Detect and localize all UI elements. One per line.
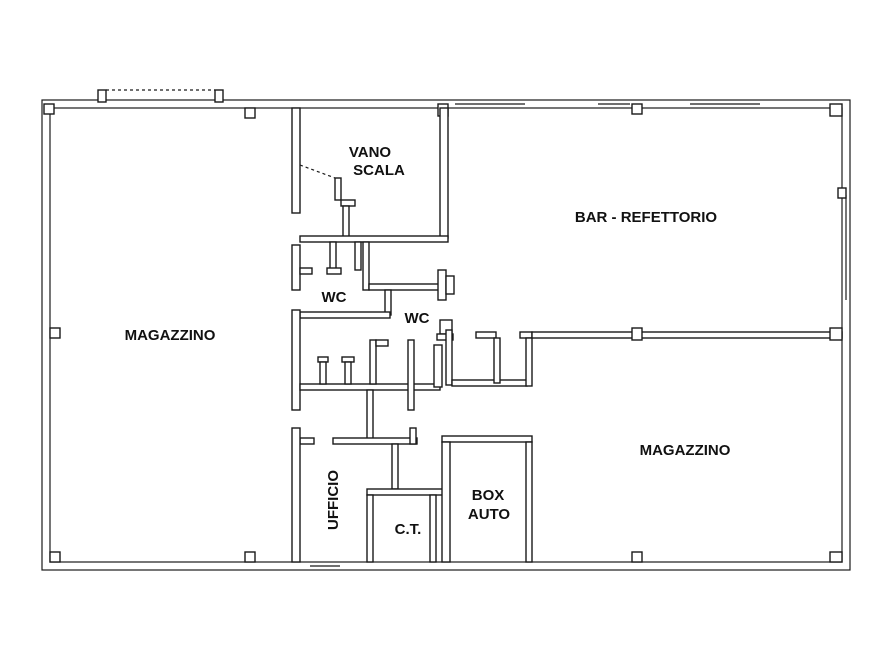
room-label-scala: SCALA	[353, 162, 405, 179]
room-label-box: BOX	[472, 487, 505, 504]
loading-bay-door	[97, 89, 224, 103]
room-label-magazzino-right: MAGAZZINO	[640, 442, 731, 459]
room-label-wc-1: WC	[322, 289, 347, 306]
wc-walls	[291, 235, 455, 411]
room-label-ct: C.T.	[395, 521, 422, 538]
columns	[43, 103, 847, 563]
room-label-vano: VANO	[349, 144, 392, 161]
room-label-magazzino-left: MAGAZZINO	[125, 327, 216, 344]
room-label-ufficio: UFFICIO	[325, 470, 342, 530]
corridor-walls	[291, 329, 533, 563]
room-label-auto: AUTO	[468, 506, 511, 523]
room-label-bar-refettorio: BAR - REFETTORIO	[575, 209, 718, 226]
box-auto-walls	[441, 435, 533, 563]
divider-wall	[531, 327, 843, 341]
room-label-wc-2: WC	[405, 310, 430, 327]
